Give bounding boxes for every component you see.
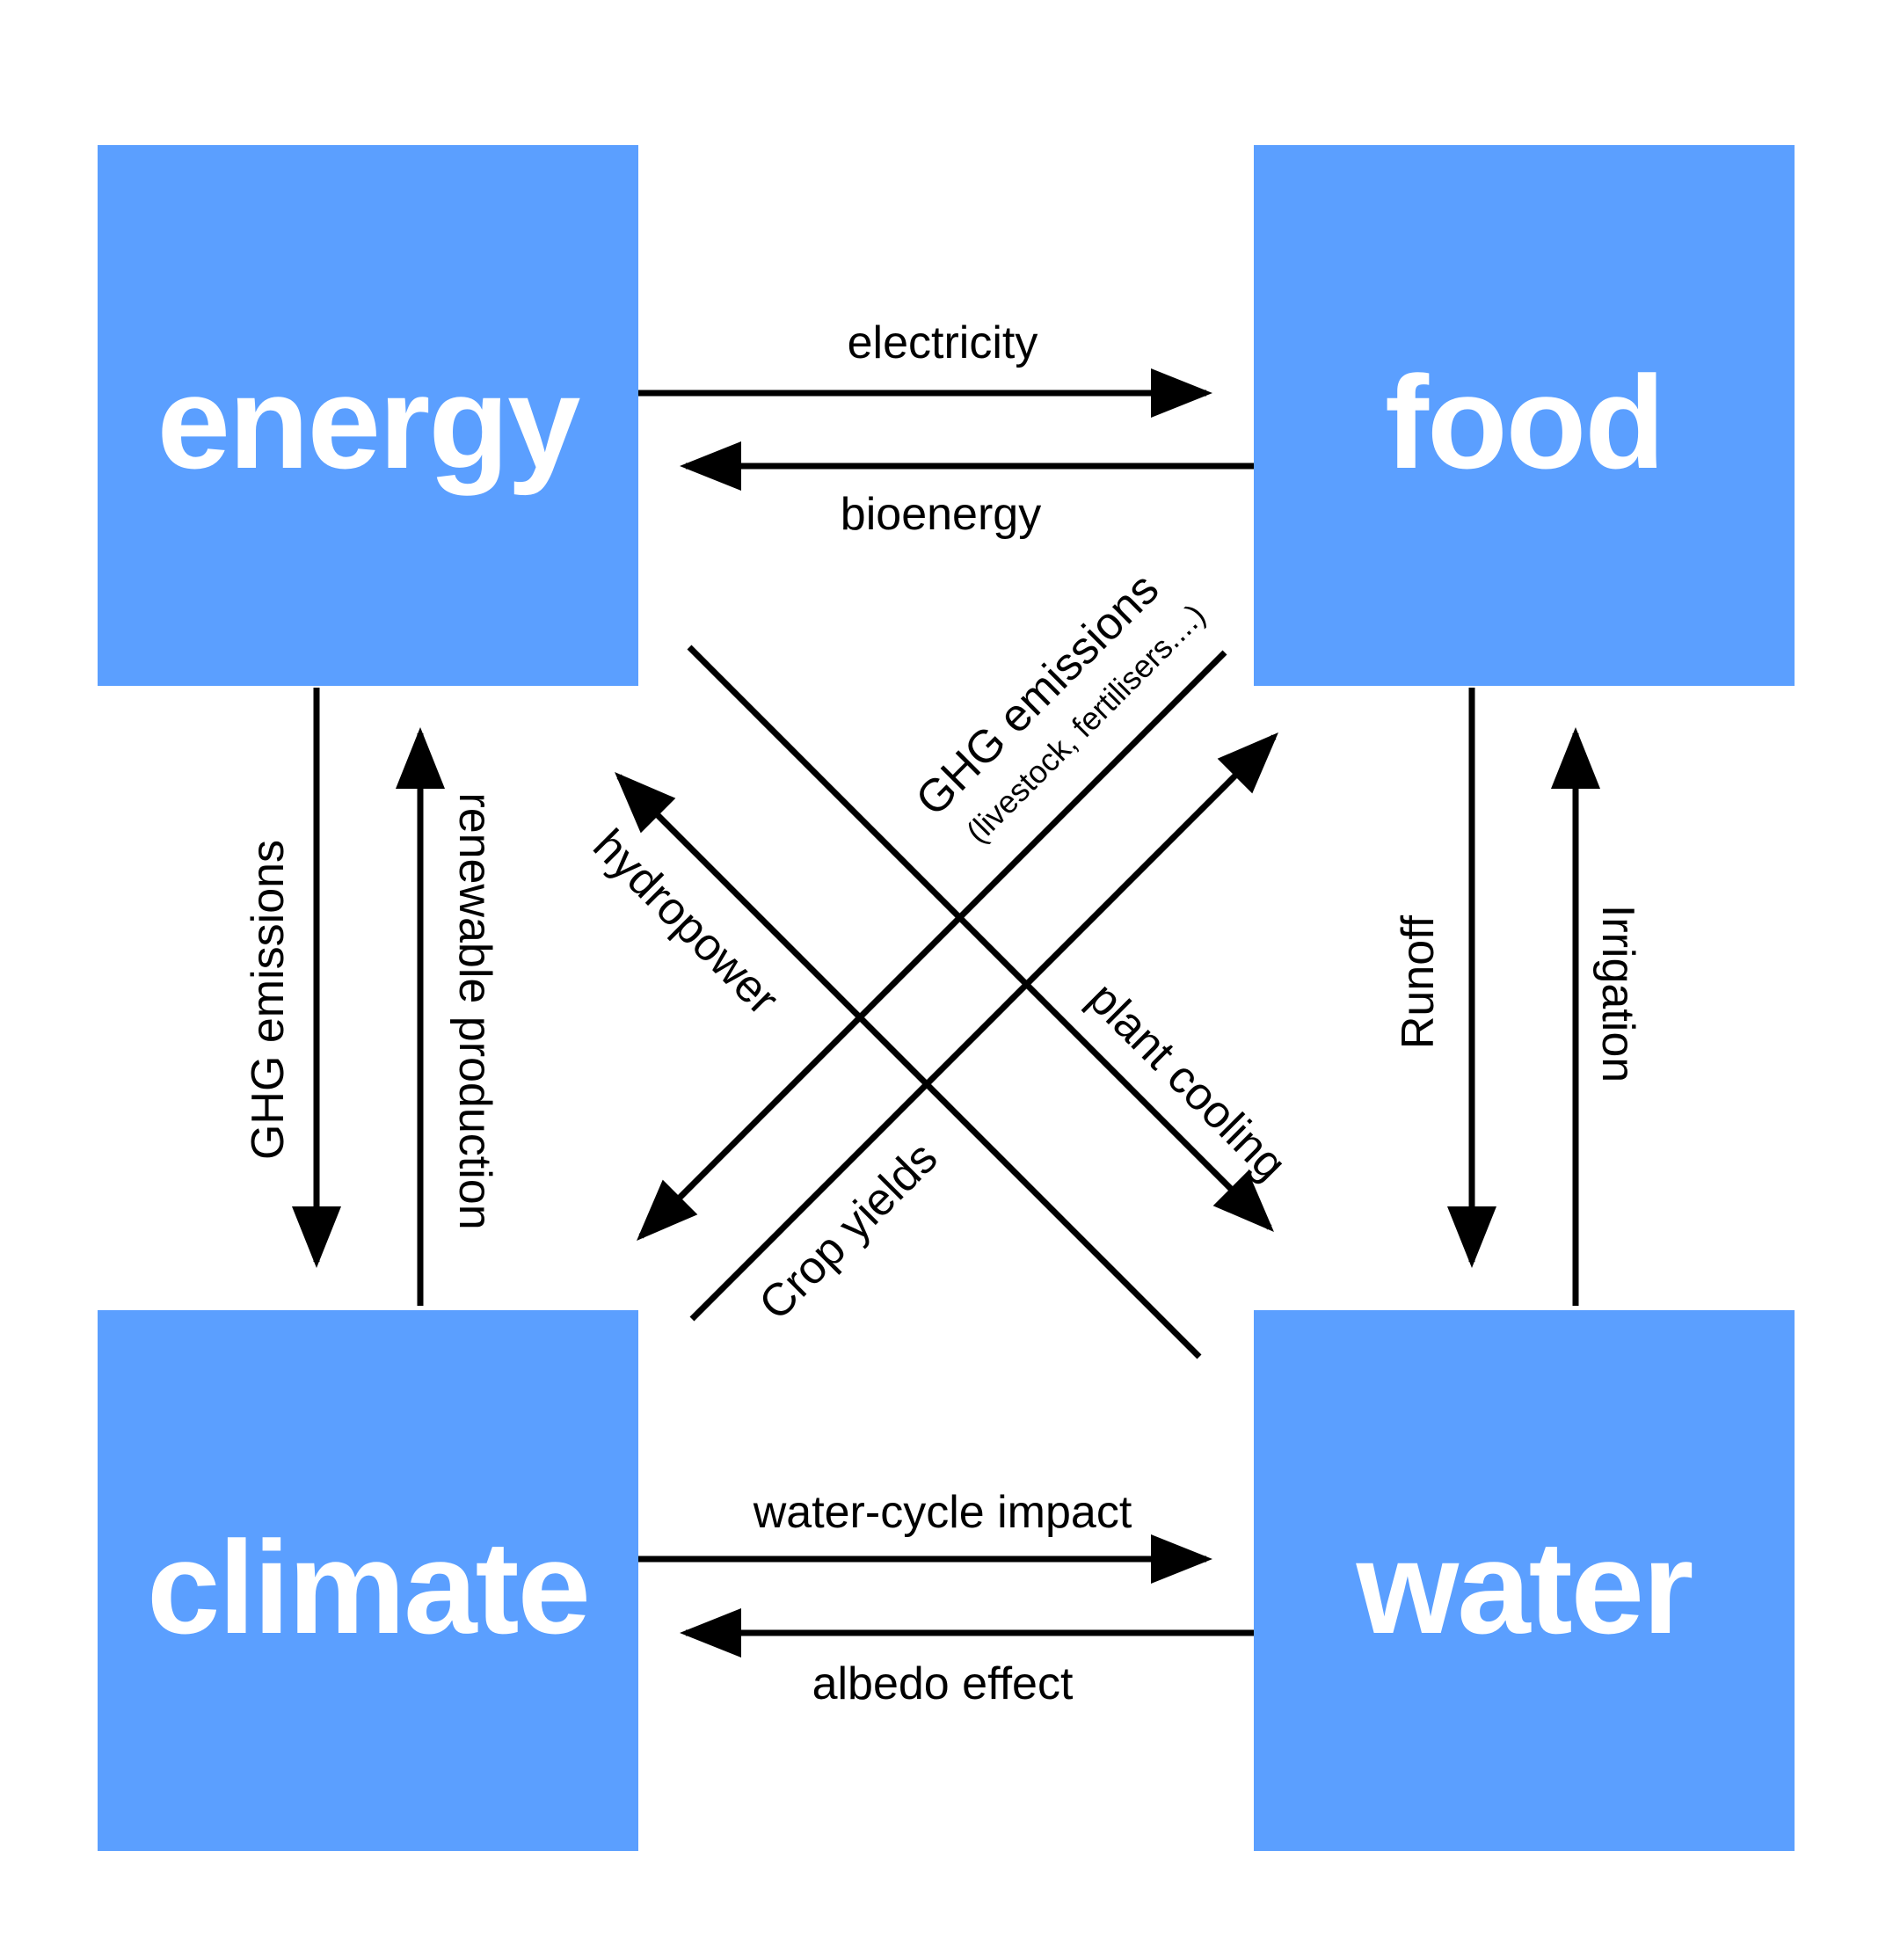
electricity-label: electricity [847, 317, 1038, 368]
crop-yields-arrow [689, 732, 1278, 1322]
water-cycle-impact-label: water-cycle impact [753, 1487, 1132, 1538]
climate-box: climate [98, 1310, 638, 1851]
energy-to-climate-label: GHG emissions [243, 839, 294, 1161]
renewable-production-label: renewable production [449, 792, 500, 1230]
energy-box: energy [98, 145, 638, 686]
climate-label: climate [147, 1513, 591, 1661]
energy-label: energy [157, 348, 581, 496]
bioenergy-label: bioenergy [840, 489, 1042, 540]
runoff-label: Runoff [1393, 914, 1444, 1050]
plant-cooling-arrow [687, 645, 1274, 1232]
food-to-climate-arrow [637, 650, 1227, 1241]
water-box: water [1254, 1310, 1795, 1851]
food-box: food [1254, 145, 1795, 686]
hydropower-arrow [615, 772, 1202, 1359]
irrigation-label: Irrigation [1592, 904, 1643, 1083]
food-label: food [1385, 348, 1665, 496]
water-label: water [1356, 1513, 1694, 1661]
albedo-effect-label: albedo effect [812, 1658, 1074, 1709]
